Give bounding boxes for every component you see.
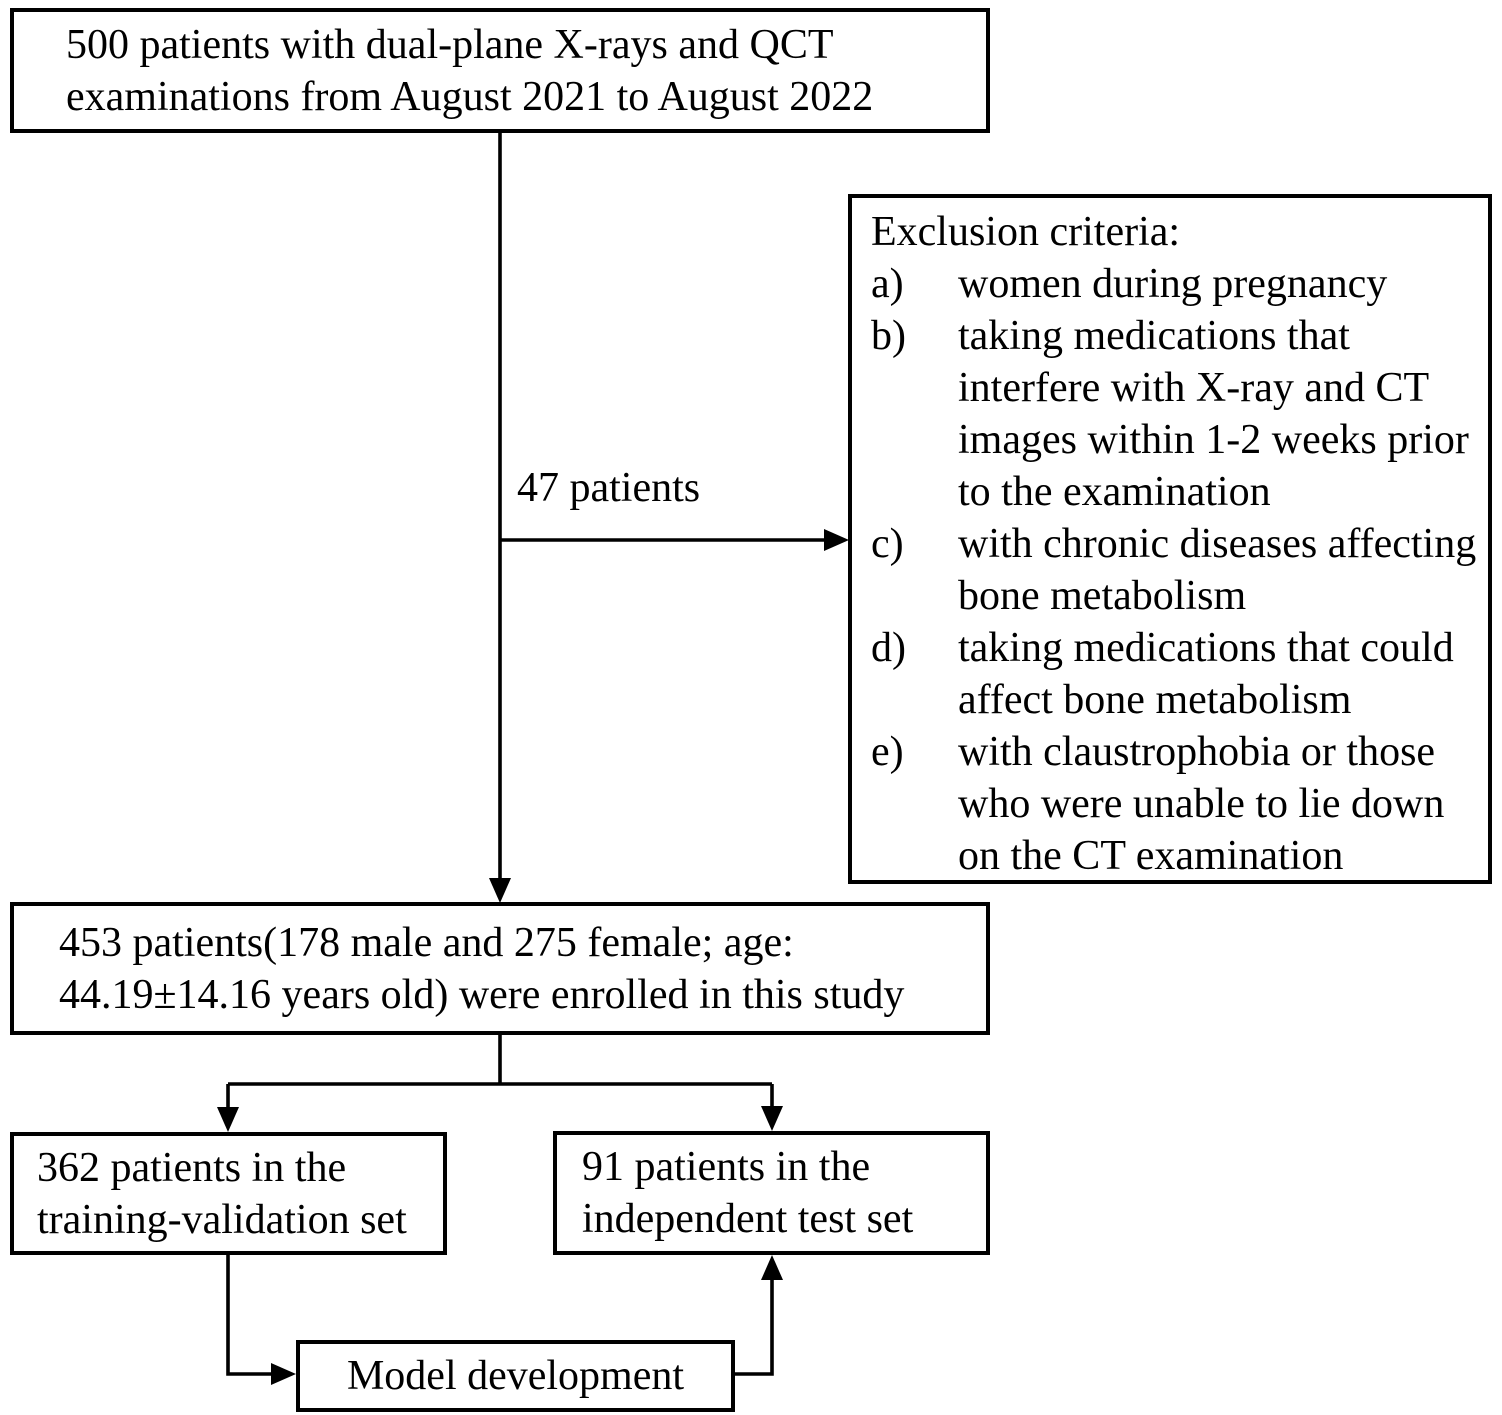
- arrowhead-up-test: [761, 1255, 783, 1280]
- box-model-development: Model development: [296, 1340, 735, 1412]
- exclusion-item-e-label: e): [871, 729, 904, 775]
- box-enrolled-text: 453 patients(178 male and 275 female; ag…: [59, 919, 905, 1018]
- exclusion-item-c-text: with chronic diseases affecting bone met…: [958, 521, 1477, 619]
- exclusion-title: Exclusion criteria:: [871, 209, 1181, 255]
- exclusion-item-a: a) women during pregnancy: [871, 258, 1483, 310]
- exclusion-item-a-text: women during pregnancy: [958, 261, 1388, 307]
- exclusion-item-b-text: taking medications that interfere with X…: [958, 313, 1469, 515]
- connector-training-to-model: [226, 1255, 274, 1376]
- box-source-text: 500 patients with dual-plane X-rays and …: [66, 21, 874, 120]
- exclusion-item-a-label: a): [871, 261, 904, 307]
- exclusion-item-c: c) with chronic diseases affecting bone …: [871, 518, 1483, 622]
- excluded-count-label: 47 patients: [517, 465, 701, 511]
- box-training-text: 362 patients in the training-validation …: [37, 1144, 407, 1243]
- arrowhead-down-training: [217, 1107, 239, 1132]
- box-source-patients: 500 patients with dual-plane X-rays and …: [10, 8, 990, 133]
- exclusion-item-b-label: b): [871, 313, 906, 359]
- arrowhead-down-enrolled: [489, 878, 511, 903]
- box-exclusion-criteria: Exclusion criteria: a) women during preg…: [848, 194, 1492, 884]
- box-training-validation-set: 362 patients in the training-validation …: [10, 1132, 447, 1255]
- box-independent-test-set: 91 patients in the independent test set: [553, 1131, 990, 1255]
- exclusion-item-d: d) taking medications that could affect …: [871, 622, 1483, 726]
- arrowhead-down-test: [761, 1106, 783, 1131]
- arrowhead-right-model: [271, 1363, 296, 1385]
- exclusion-item-b: b) taking medications that interfere wit…: [871, 310, 1483, 518]
- exclusion-item-e: e) with claustrophobia or those who were…: [871, 726, 1483, 882]
- box-test-text: 91 patients in the independent test set: [582, 1144, 914, 1242]
- box-model-text: Model development: [346, 1353, 685, 1399]
- connector-model-to-test: [735, 1280, 774, 1376]
- exclusion-item-d-text: taking medications that could affect bon…: [958, 625, 1454, 723]
- exclusion-item-c-label: c): [871, 521, 904, 567]
- exclusion-item-e-text: with claustrophobia or those who were un…: [958, 729, 1445, 879]
- exclusion-item-d-label: d): [871, 625, 906, 671]
- box-enrolled-patients: 453 patients(178 male and 275 female; ag…: [10, 902, 990, 1035]
- arrowhead-right-exclusion: [824, 529, 849, 551]
